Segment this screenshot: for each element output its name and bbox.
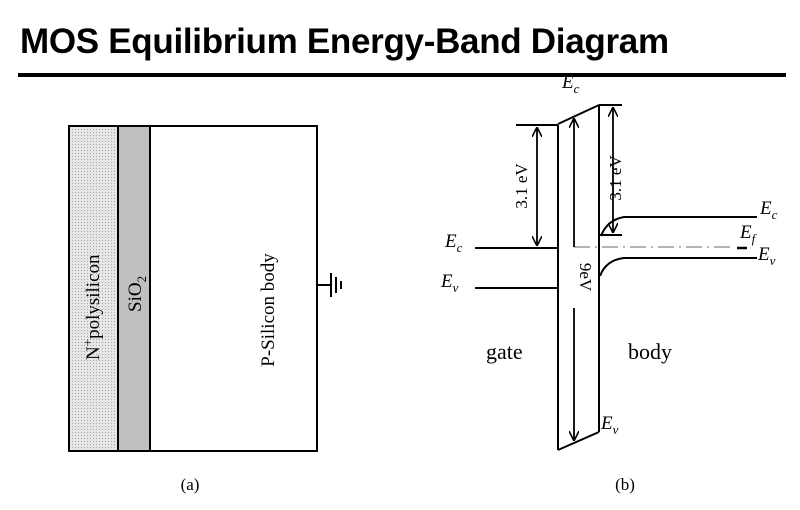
ev-body-label: Ev: [757, 244, 776, 268]
sio2-layer: [117, 125, 151, 452]
oxide-ec-slope: [557, 104, 600, 125]
gate-label: gate: [486, 339, 523, 364]
ec-gate-label: Ec: [444, 231, 463, 255]
barrier-right-label: 3.1 eV: [606, 155, 625, 201]
ec-top-label: Ec: [561, 72, 580, 96]
page-title: MOS Equilibrium Energy-Band Diagram: [20, 22, 669, 61]
band-labels: Ec Ec Ev Ec Ef Ev Ev 3.1 eV 3.1 eV 9eV g…: [440, 72, 778, 494]
body-ec-curve: [600, 216, 757, 237]
caption-a: (a): [181, 475, 200, 494]
body-ev-curve: [599, 257, 757, 277]
caption-b: (b): [615, 475, 635, 494]
energy-band-diagram: [475, 104, 757, 451]
oxide-label: SiO2: [125, 276, 149, 312]
ec-body-label: Ec: [759, 198, 778, 222]
ev-gate-label: Ev: [440, 271, 459, 295]
oxide-gap-label: 9eV: [576, 263, 595, 292]
n-polysilicon-layer: [68, 125, 119, 452]
poly-label: N+polysilicon: [80, 254, 104, 360]
ground-icon: [317, 273, 342, 297]
body-region-label: body: [628, 339, 672, 364]
ef-body-label: Ef: [739, 222, 758, 246]
oxide-ev-slope: [557, 431, 600, 451]
p-silicon-body: [149, 125, 318, 452]
barrier-left-label: 3.1 eV: [512, 163, 531, 209]
body-label: P-Silicon body: [258, 253, 279, 367]
mos-structure: N+polysilicon SiO2 P-Silicon body (a): [68, 125, 342, 494]
ev-bottom-label: Ev: [600, 413, 619, 437]
